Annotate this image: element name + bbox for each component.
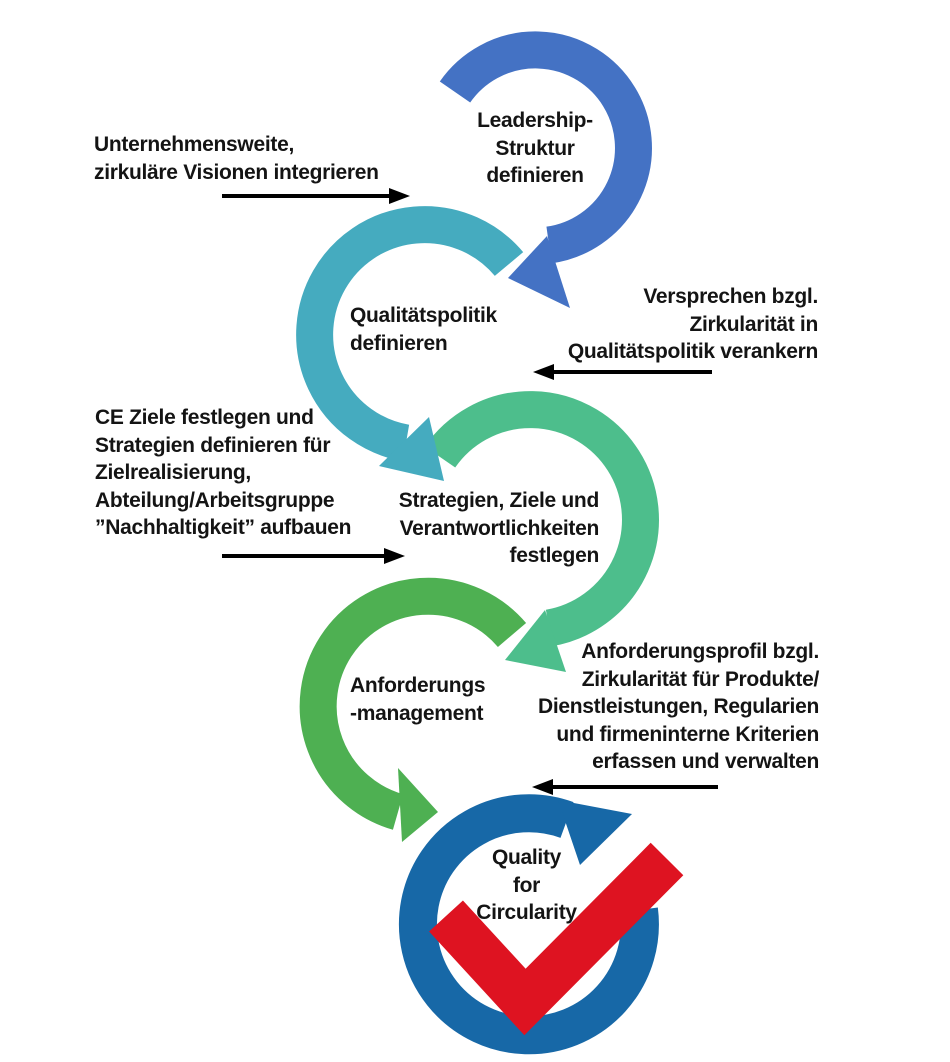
cycle-arrow-anforderung-head (398, 768, 438, 842)
annotation-versprechen: Versprechen bzgl. Zirkularität in Qualit… (567, 285, 818, 363)
cycle-arrow-anforderung-arc (299, 577, 527, 830)
connector-arrow-right-1 (222, 188, 410, 204)
connector-arrow-right-2 (222, 548, 405, 564)
step-label-qualitaetspolitik: Qualitätspolitik definieren (350, 304, 497, 355)
cycle-arrow-quality-arc (398, 794, 659, 1055)
cycle-arrow-qualitaet-arc (296, 206, 524, 462)
step-label-strategien-ziele: Strategien, Ziele und Verantwortlichkeit… (398, 489, 600, 567)
connector-arrow-left-2 (532, 779, 718, 795)
step-label-leadership-struktur: Leadership- Struktur definieren (477, 109, 593, 187)
annotation-visionen: Unternehmensweite, zirkuläre Visionen in… (94, 133, 379, 184)
connector-arrow-left-1 (533, 364, 712, 380)
annotation-anforderungsprofil: Anforderungsprofil bzgl. Zirkularität fü… (538, 640, 819, 773)
cycle-arrow-qualitaet-head (379, 417, 444, 481)
cycle-arrow-leadership-head (508, 236, 570, 308)
annotation-ce-ziele: CE Ziele festlegen und Strategien defini… (95, 406, 352, 539)
cycle-arrow-strategien-arc (424, 391, 659, 647)
cycle-arrow-strategien-head (505, 610, 566, 672)
cycle-arrow-quality-head (558, 800, 632, 865)
cycle-arrow-leadership-arc (439, 31, 652, 264)
step-label-quality-for-circularity: Quality for Circularity (476, 846, 577, 924)
step-label-anforderungsmanagement: Anforderungs -management (350, 674, 486, 725)
checkmark-icon (429, 842, 684, 1036)
